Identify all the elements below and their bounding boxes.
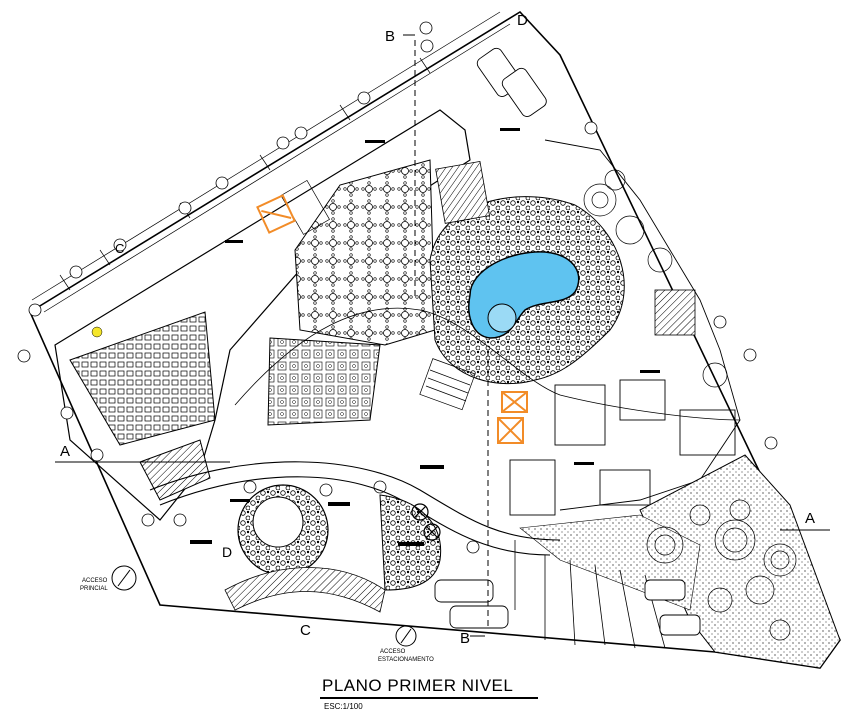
section-label-b-bottom: B <box>460 630 470 647</box>
section-label-a-left: A <box>60 443 70 460</box>
plaza-fountain <box>252 496 304 548</box>
cafe-seating <box>267 337 381 426</box>
curved-promenade-inner <box>159 476 551 556</box>
section-label-c-left: C <box>115 241 124 256</box>
title-underline <box>320 697 538 699</box>
drawing-title: PLANO PRIMER NIVEL <box>322 676 514 695</box>
section-label-a-right: A <box>805 510 815 527</box>
elevator-cores <box>256 194 528 444</box>
drawing-scale: ESC:1/100 <box>324 702 363 711</box>
section-label-d-left: D <box>222 544 232 560</box>
east-room-hatch <box>654 289 696 336</box>
section-label-d-top: D <box>517 12 528 29</box>
curved-promenade <box>149 461 561 541</box>
room-tags <box>190 128 660 546</box>
auditorium-seating <box>69 311 216 446</box>
north-wing-outline <box>54 109 471 521</box>
dining-hall-tables <box>294 159 436 346</box>
service-room-hatch <box>435 160 490 224</box>
main-access-label-2: PRINCIAL <box>80 586 108 592</box>
pool-spa <box>487 303 517 333</box>
section-label-b-top: B <box>385 28 395 45</box>
section-lines <box>55 34 830 637</box>
east-rooms <box>509 139 741 516</box>
auditorium-stage <box>139 439 211 501</box>
parking-access-label-1: ACCESO <box>380 649 406 655</box>
parking-access-symbol <box>395 625 417 647</box>
parking-access-label-2: ESTACIONAMENTO <box>378 657 434 663</box>
main-access-symbol <box>111 565 137 591</box>
trees <box>583 169 797 641</box>
section-label-c-bottom: C <box>300 622 311 639</box>
main-access-label-1: ACCESO <box>82 578 108 584</box>
yellow-marker <box>91 326 103 338</box>
grid-bubbles <box>17 21 781 554</box>
top-dimension-lines <box>31 11 511 313</box>
entrance-ramp <box>224 567 386 613</box>
curved-wing-wall <box>234 307 741 421</box>
x-circles <box>411 503 441 541</box>
parked-cars <box>434 47 701 636</box>
